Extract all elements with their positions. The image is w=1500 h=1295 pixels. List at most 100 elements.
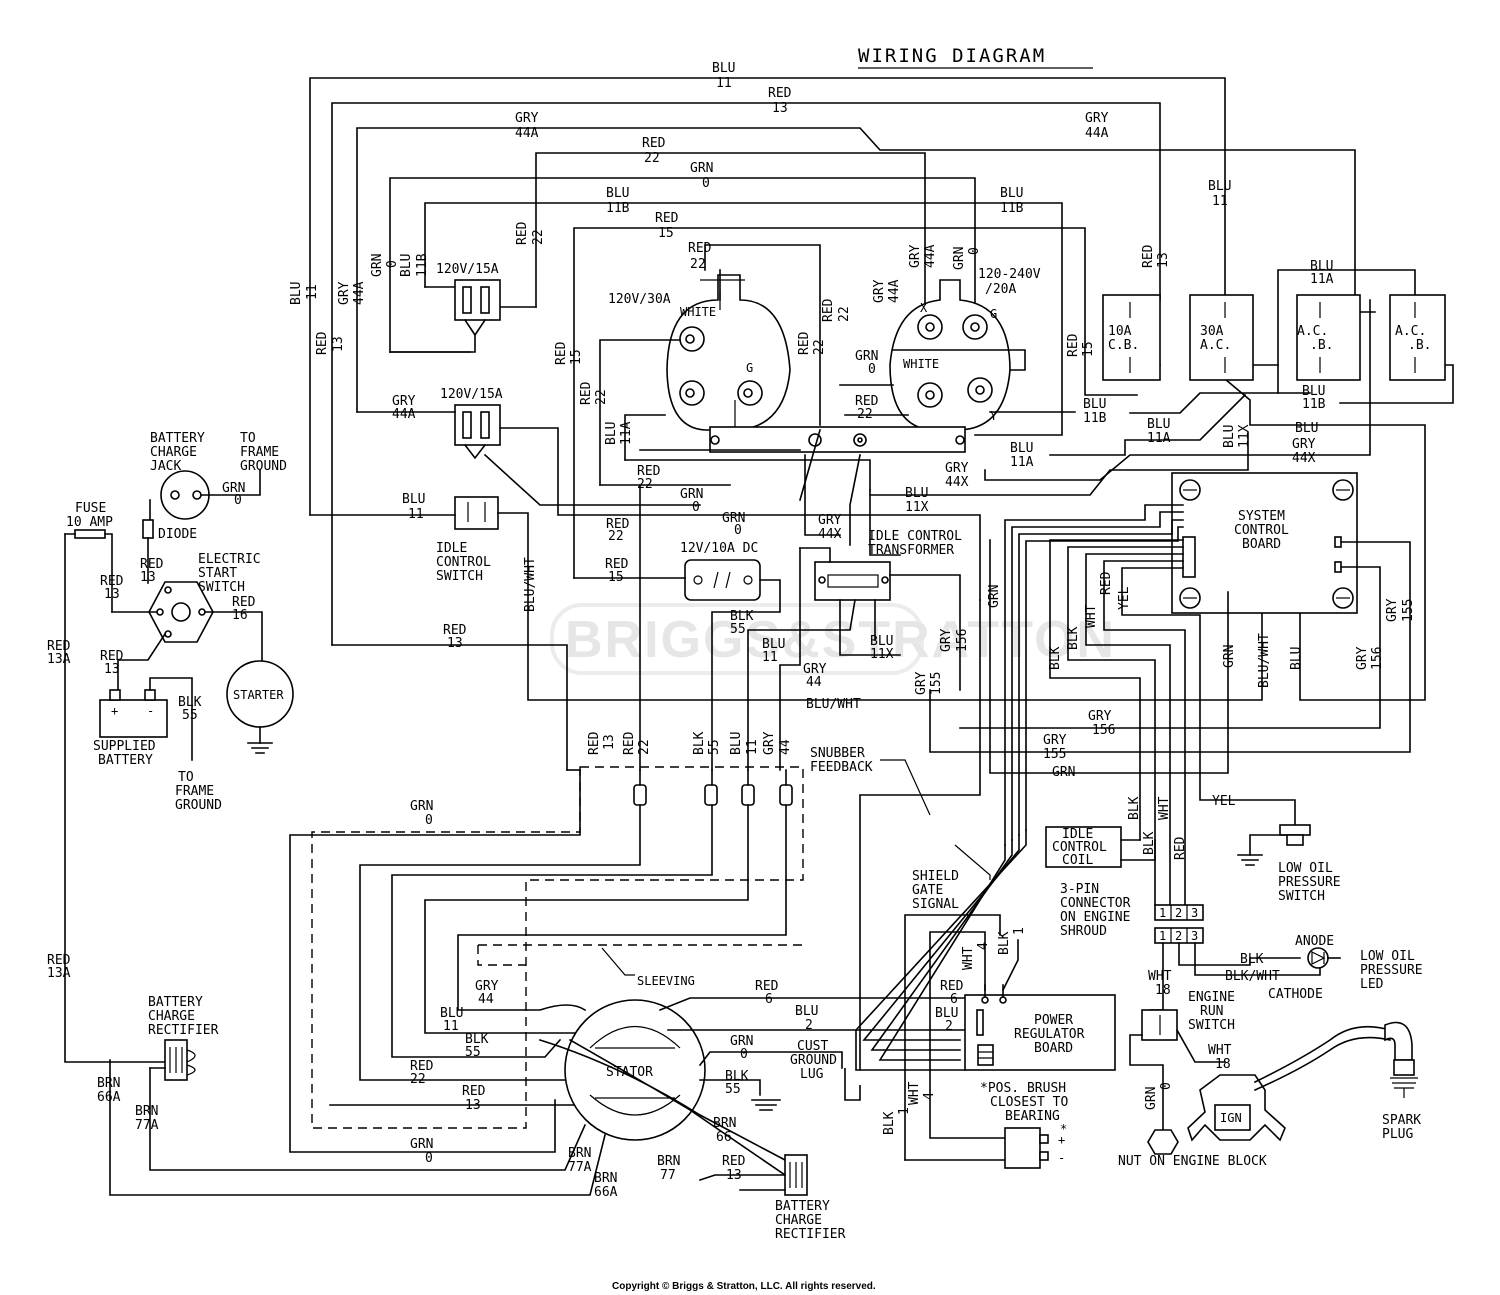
label: 44A — [392, 407, 416, 422]
label: RED — [755, 979, 779, 994]
label: GRY — [762, 731, 777, 755]
label: 11B — [415, 253, 430, 277]
label: 12V/10A DC — [680, 541, 758, 556]
label: RED — [688, 241, 712, 256]
label: IGN — [1220, 1111, 1242, 1125]
label: BLU — [905, 486, 928, 501]
label: RED — [1066, 333, 1081, 357]
label: 0 — [868, 362, 876, 377]
label: - — [1058, 1151, 1065, 1165]
label: RED — [940, 979, 964, 994]
label: 55 — [707, 739, 722, 755]
dc-receptacle-12v: 12V/10A DC — [573, 541, 781, 771]
label: TO — [178, 770, 194, 785]
label: WHT — [907, 1081, 922, 1105]
label: WHT — [1208, 1043, 1232, 1058]
label: 2 — [1175, 906, 1182, 920]
label: BLU — [870, 634, 893, 649]
engine-run-switch: ENGINE RUN SWITCH — [1129, 990, 1235, 1131]
label: RED — [315, 331, 330, 355]
label: 11 — [408, 507, 424, 522]
label: 3-PIN — [1060, 882, 1099, 897]
label: GRN — [855, 349, 878, 364]
label: 44X — [818, 527, 842, 542]
label: GRN — [1222, 645, 1237, 668]
label: BLU — [604, 422, 619, 445]
label: 4 — [976, 942, 991, 950]
label: BLU — [289, 282, 304, 305]
label: COIL — [1062, 853, 1093, 868]
diode: DIODE — [142, 519, 197, 584]
label: 44A — [1085, 126, 1109, 141]
label: 22 — [594, 389, 609, 405]
label: 11X — [870, 647, 894, 662]
idle-control-switch: IDLE CONTROL SWITCH — [309, 496, 1263, 701]
label: 30A — [1200, 324, 1224, 339]
three-pin-connector: 3-PIN CONNECTOR ON ENGINE SHROUD 1 2 3 1… — [1060, 882, 1321, 1036]
label: BLU — [935, 1006, 958, 1021]
label: BLK — [1066, 626, 1081, 650]
label: BLK — [1127, 796, 1142, 820]
label: RED — [100, 649, 124, 664]
label: GRY — [908, 244, 923, 268]
battery-charge-jack: BATTERY CHARGE JACK TO FRAME GROUND — [149, 431, 287, 521]
label: RED — [140, 557, 164, 572]
label: GRN — [222, 481, 245, 496]
label: BRN — [97, 1076, 120, 1091]
label: 120V/15A — [436, 262, 499, 277]
label: 11B — [1000, 201, 1024, 216]
label: SLEEVING — [637, 974, 695, 988]
circuit-breaker-30a: 30A A.C. — [1189, 294, 1254, 381]
label: 15 — [658, 226, 674, 241]
label: 2 — [945, 1019, 953, 1034]
label: 13 — [1156, 252, 1171, 268]
label: 155 — [929, 672, 944, 695]
label: BLK — [997, 931, 1012, 955]
label: A.C. — [1297, 324, 1328, 339]
label: 77 — [660, 1168, 676, 1183]
label: LOW OIL — [1360, 949, 1415, 964]
label: 3 — [1191, 929, 1198, 943]
label: BLU — [1302, 384, 1325, 399]
starter: STARTER — [226, 660, 294, 754]
label: BLK — [692, 731, 707, 755]
electric-start-switch: ELECTRIC START SWITCH — [111, 552, 263, 691]
label: GRN — [410, 1137, 433, 1152]
label: 2 — [1175, 929, 1182, 943]
label: RED — [232, 595, 256, 610]
label: RECTIFIER — [775, 1227, 846, 1242]
label: SWITCH — [198, 580, 245, 595]
label: BRN — [657, 1154, 680, 1169]
label: YEL — [1212, 794, 1236, 809]
label: SUPPLIED — [93, 739, 156, 754]
label: 156 — [1092, 723, 1115, 738]
label: + — [1058, 1133, 1065, 1147]
label: RED — [47, 953, 71, 968]
label: 77A — [568, 1160, 592, 1175]
label: PRESSURE — [1278, 875, 1341, 890]
label: BLU — [1010, 441, 1033, 456]
label: NUT ON ENGINE BLOCK — [1118, 1154, 1267, 1169]
label: Y — [990, 409, 998, 423]
label: 13 — [465, 1098, 481, 1113]
label: 44 — [478, 992, 494, 1007]
label: BLK — [1240, 952, 1264, 967]
label: PRESSURE — [1360, 963, 1423, 978]
label: GROUND — [790, 1053, 837, 1068]
label: G — [990, 307, 997, 321]
label: 66 — [716, 1130, 732, 1145]
battery-charge-rectifier-bottom: BATTERY CHARGE RECTIFIER — [698, 1154, 846, 1242]
label: LUG — [800, 1067, 824, 1082]
label: RECTIFIER — [148, 1023, 219, 1038]
label: 10A — [1108, 324, 1132, 339]
label: 22 — [637, 739, 652, 755]
label: 120-240V — [978, 267, 1041, 282]
label: GRY — [1292, 437, 1316, 452]
label: BLU — [795, 1004, 818, 1019]
low-oil-pressure-switch: LOW OIL PRESSURE SWITCH — [1237, 824, 1341, 904]
label: RED — [622, 731, 637, 755]
label: REGULATOR — [1014, 1027, 1085, 1042]
label: 55 — [465, 1045, 481, 1060]
label: 22 — [608, 529, 624, 544]
label: BATTERY — [775, 1199, 830, 1214]
